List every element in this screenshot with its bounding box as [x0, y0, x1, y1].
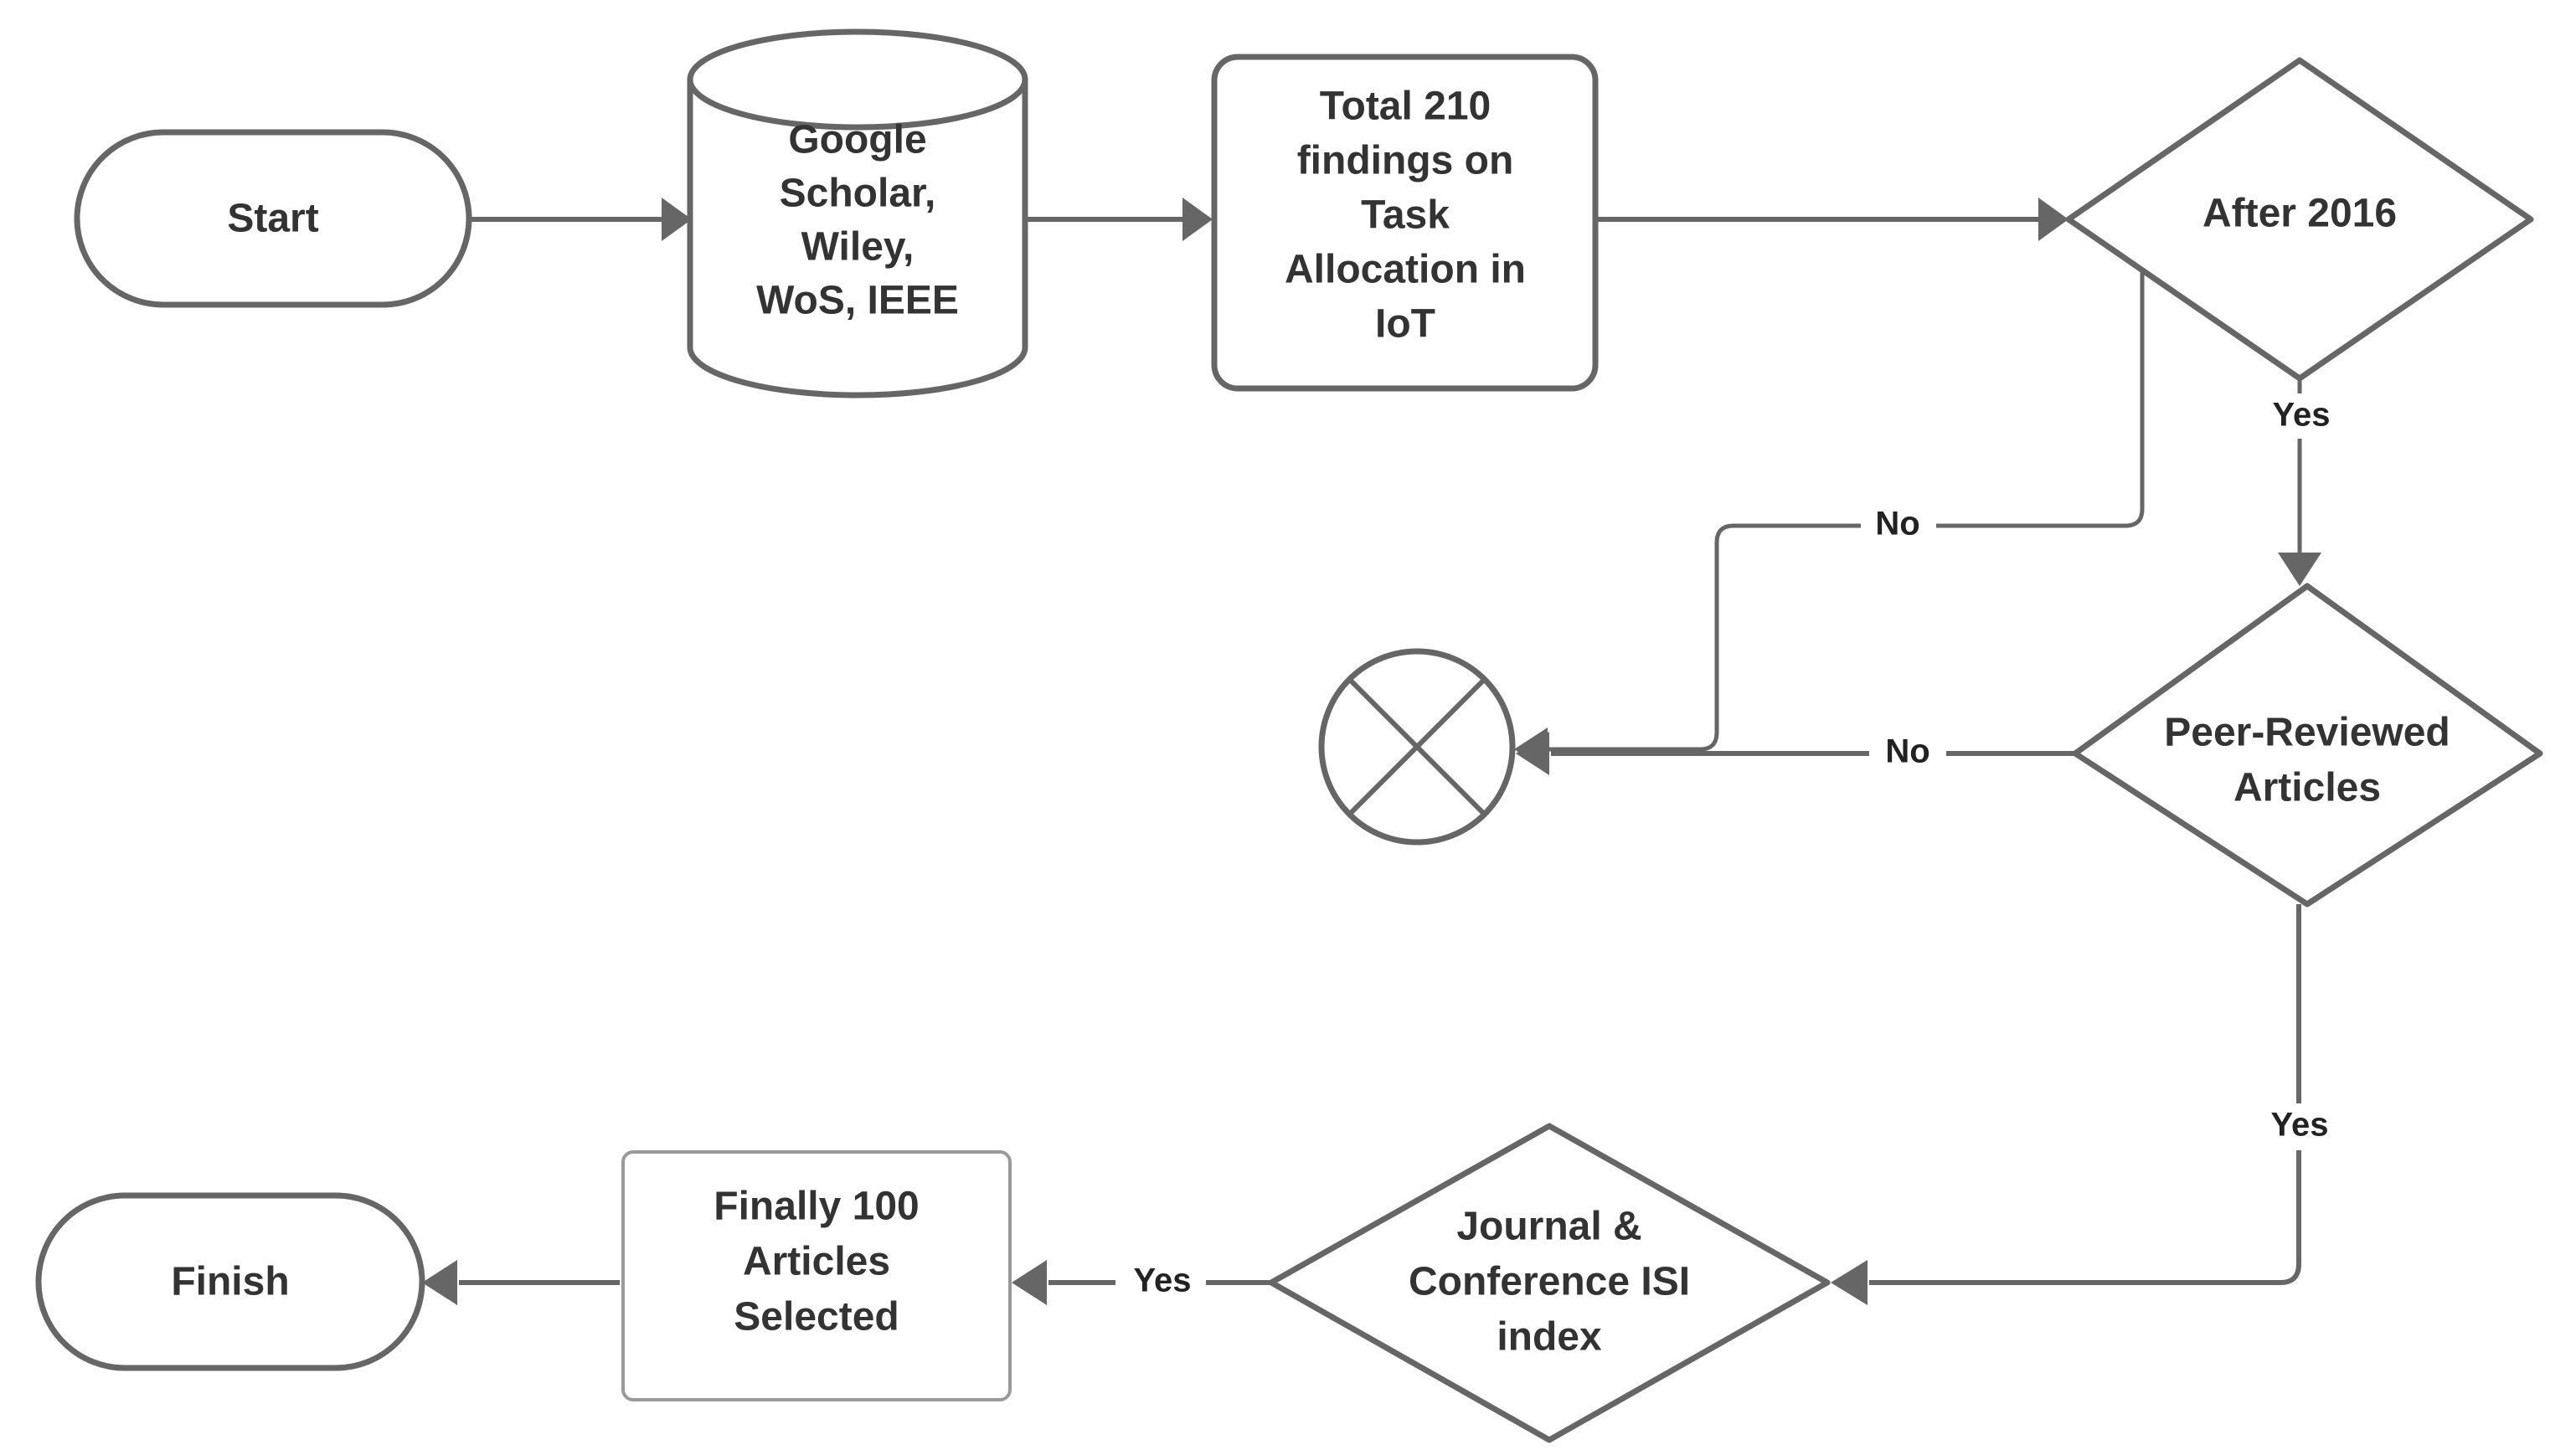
findings-label-line1: Total 210 — [1320, 85, 1492, 129]
edge-line — [1549, 251, 2145, 752]
isi-index-diamond-shape[interactable] — [1268, 1123, 1831, 1443]
peer-reviewed-label-line1: Peer-Reviewed — [2164, 711, 2450, 755]
findings-box-shape[interactable] — [1211, 54, 1599, 392]
edge-label-peerreviewed-no: No — [1885, 733, 1929, 770]
edge-label-backdrop — [1861, 504, 1936, 548]
edge-label-isi-yes: Yes — [1134, 1262, 1192, 1299]
databases-label-line2: Scholar, — [780, 172, 936, 216]
after-2016-label: After 2016 — [2202, 192, 2397, 236]
arrowhead — [2038, 198, 2069, 241]
isi-index-label-line2: Conference ISI — [1409, 1260, 1690, 1304]
isi-index-label-line3: index — [1497, 1315, 1602, 1360]
selected-articles-box-shape[interactable] — [621, 1150, 1012, 1401]
arrowhead — [1516, 732, 1549, 775]
node-isi-index[interactable]: Journal & Conference ISI index — [1268, 1123, 1831, 1443]
edge-line — [1869, 904, 2301, 1285]
arrowhead — [662, 198, 692, 241]
edge-selected-to-finish — [422, 1260, 620, 1305]
edge-after2016-yes-to-peerreviewed: Yes — [2261, 378, 2342, 586]
peer-reviewed-diamond-shape[interactable] — [2072, 583, 2543, 908]
selected-articles-label-line2: Articles — [743, 1240, 890, 1284]
edge-isi-yes-to-selected: Yes — [1012, 1260, 1270, 1306]
rejected-cross-stroke-b — [1347, 676, 1487, 817]
arrowhead — [422, 1260, 457, 1305]
isi-index-label-line1: Journal & — [1456, 1205, 1641, 1249]
edge-label-peerreviewed-yes: Yes — [2271, 1107, 2329, 1144]
node-peer-reviewed[interactable]: Peer-Reviewed Articles — [2072, 583, 2543, 908]
findings-label-line2: findings on — [1297, 139, 1514, 183]
node-selected-articles[interactable]: Finally 100 Articles Selected — [621, 1150, 1012, 1401]
after-2016-diamond-shape[interactable] — [2065, 57, 2534, 382]
edge-start-to-databases — [471, 198, 692, 241]
database-cylinder-top-ellipse — [687, 76, 1028, 131]
databases-label-line4: WoS, IEEE — [756, 279, 959, 323]
edge-after2016-no-to-rejected: No — [1514, 251, 2145, 771]
arrowhead — [2278, 553, 2321, 586]
arrowhead — [1182, 198, 1213, 241]
edge-label-after2016-no: No — [1875, 506, 1919, 542]
finish-capsule-shape[interactable] — [35, 1192, 425, 1371]
edge-peerreviewed-yes-to-isi: Yes — [1831, 904, 2340, 1305]
findings-label-line4: Allocation in — [1285, 248, 1526, 292]
start-capsule-shape[interactable] — [74, 129, 472, 308]
edge-peerreviewed-no-to-rejected: No — [1516, 732, 2075, 775]
edge-label-backdrop — [1115, 1261, 1206, 1306]
edge-label-backdrop — [2258, 1103, 2340, 1150]
node-rejected-terminator[interactable] — [1318, 648, 1516, 846]
finish-label: Finish — [171, 1260, 289, 1304]
node-after-2016[interactable]: After 2016 — [2065, 57, 2534, 382]
node-finish[interactable]: Finish — [35, 1192, 425, 1371]
arrowhead — [1831, 1260, 1868, 1305]
databases-label-line3: Wiley, — [801, 225, 914, 270]
edge-databases-to-findings — [1025, 198, 1213, 241]
start-label: Start — [227, 197, 318, 241]
selected-articles-label-line3: Selected — [734, 1295, 899, 1339]
edge-label-backdrop — [2261, 393, 2342, 439]
node-findings[interactable]: Total 210 findings on Task Allocation in… — [1211, 54, 1599, 392]
databases-label-line1: Google — [788, 118, 926, 162]
arrowhead — [1012, 1260, 1047, 1305]
findings-label-line5: IoT — [1375, 302, 1435, 347]
findings-label-line3: Task — [1361, 193, 1450, 238]
edge-label-after2016-yes: Yes — [2273, 397, 2331, 434]
peer-reviewed-label-line2: Articles — [2233, 766, 2381, 810]
selected-articles-label-line1: Finally 100 — [714, 1185, 919, 1229]
edge-findings-to-after2016 — [1597, 198, 2069, 241]
edge-label-backdrop — [1869, 732, 1946, 775]
node-start[interactable]: Start — [74, 129, 472, 308]
node-databases[interactable]: Google Scholar, Wiley, WoS, IEEE — [687, 28, 1028, 398]
